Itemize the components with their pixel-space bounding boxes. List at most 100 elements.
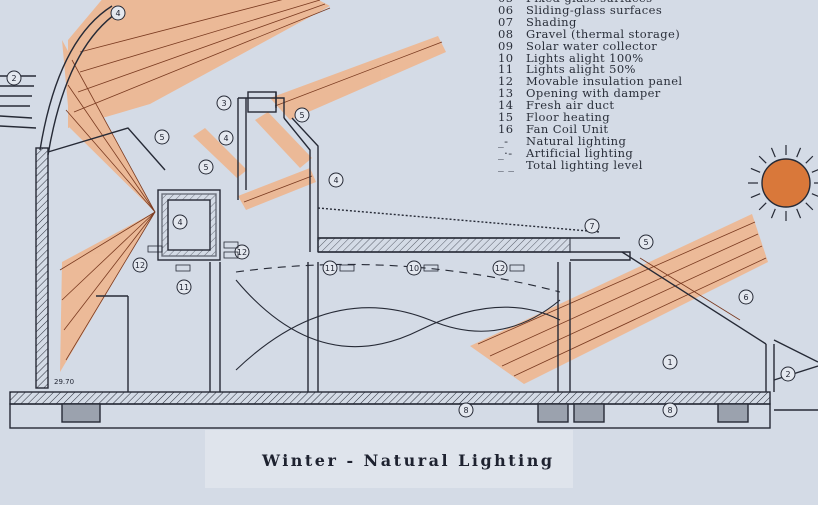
sun-ray	[805, 155, 814, 164]
legend-item-number: 07	[498, 14, 514, 29]
dimension-label: 29.70	[54, 378, 74, 386]
callout-number: 11	[179, 283, 189, 292]
legend-item-number: 08	[498, 26, 514, 41]
light-fixture-icon	[423, 264, 439, 272]
legend-item-number: _ _	[498, 157, 515, 172]
callout-c4_mid: 4	[172, 214, 188, 230]
gravel-right	[573, 403, 605, 423]
legend-item-number: 11	[498, 62, 514, 77]
legend-item-number: 10	[498, 50, 514, 65]
legend-item-number: 09	[498, 38, 514, 53]
callout-number: 2	[785, 370, 790, 379]
legend-item-number: 06	[498, 2, 514, 17]
legend-item-label: Solar water collector	[526, 38, 658, 53]
beam-right	[470, 214, 768, 384]
legend-item: _-Natural lighting	[498, 133, 682, 148]
callout-c4_chim: 4	[218, 130, 234, 146]
legend-item-label: Lights alight 100%	[526, 50, 644, 65]
light-fixture-icon	[175, 264, 191, 272]
callout-c11_a: 11	[322, 260, 338, 276]
callout-number: 4	[115, 9, 120, 18]
gravel-far	[717, 403, 749, 423]
legend-item-label: Fresh air duct	[526, 98, 615, 113]
light-fixture-icon	[223, 241, 239, 249]
callout-c5_a: 5	[154, 129, 170, 145]
callout-number: 7	[589, 222, 594, 231]
sun-ray	[805, 202, 814, 211]
light-fixture-icon	[147, 245, 163, 253]
callout-number: 4	[223, 134, 228, 143]
roof-overhang	[570, 251, 631, 261]
roof-clerestory	[47, 127, 166, 171]
light-fixture-icon	[339, 264, 355, 272]
artificial-lighting-curve	[235, 299, 561, 371]
legend-item-label: Shading	[526, 14, 577, 29]
interior-door	[96, 295, 129, 392]
legend-item-number: 15	[498, 110, 514, 125]
roof-planting	[317, 207, 601, 233]
callout-number: 8	[463, 406, 468, 415]
sun-icon	[748, 145, 818, 221]
callout-c12_a: 12	[132, 257, 148, 273]
legend-item: 09 Solar water collector	[498, 38, 682, 53]
floor-slab	[9, 391, 771, 405]
sun-ray	[811, 169, 818, 173]
callout-c3: 3	[216, 95, 232, 111]
legend-item: 07 Shading	[498, 14, 682, 29]
legend-item-number: 14	[498, 98, 514, 113]
callout-c8_b: 8	[662, 402, 678, 418]
sun-ray	[796, 147, 802, 158]
legend-item: 11 Lights alight 50%	[498, 62, 682, 77]
caption-panel	[205, 430, 573, 488]
callout-c7: 7	[584, 218, 600, 234]
legend-item-number: _-	[498, 133, 509, 148]
legend: 05Fixed glass surfaces06Sliding-glass su…	[498, 0, 682, 172]
legend-item-number: 16	[498, 121, 514, 136]
callout-c4_top: 4	[110, 5, 126, 21]
right-ground	[773, 365, 818, 411]
sun-ray	[758, 202, 767, 211]
legend-item-label: Artificial lighting	[526, 145, 634, 160]
legend-item: 05Fixed glass surfaces	[498, 0, 682, 5]
callout-c8_a: 8	[458, 402, 474, 418]
callout-c5_chim: 5	[294, 107, 310, 123]
left-wall	[35, 147, 49, 389]
legend-item-label: Lights alight 50%	[526, 62, 636, 77]
callout-c4_vent: 4	[328, 172, 344, 188]
caption-title: Winter - Natural Lighting	[262, 451, 555, 470]
chimney	[237, 92, 285, 200]
legend-item: 15 Floor heating	[498, 110, 682, 125]
legend-item-number: 13	[498, 86, 514, 101]
callout-c5_b: 5	[198, 159, 214, 175]
sun-ray	[758, 155, 767, 164]
legend-item-number: _·-	[498, 145, 513, 160]
callout-number: 5	[159, 133, 164, 142]
beam-chimney-diag	[255, 112, 312, 168]
legend-item-label: Floor heating	[526, 110, 610, 125]
right-wall	[765, 344, 775, 392]
callout-number: 12	[135, 261, 145, 270]
sun-ray	[811, 193, 818, 197]
sun-ray	[796, 208, 802, 219]
reflector-box	[157, 189, 221, 261]
callout-number: 8	[667, 406, 672, 415]
legend-item-label: Movable insulation panel	[526, 74, 683, 89]
callout-number: 5	[643, 238, 648, 247]
callout-number: 10	[409, 264, 419, 273]
column-a	[209, 262, 221, 392]
foundation	[9, 403, 771, 429]
callout-number: 5	[203, 163, 208, 172]
sun-ray	[770, 208, 776, 219]
light-fixtures	[147, 241, 525, 272]
sun-ray	[750, 167, 761, 173]
legend-item-number: 12	[498, 74, 514, 89]
sunspace-glass	[621, 251, 767, 345]
legend-item: 12 Movable insulation panel	[498, 74, 683, 89]
callout-c6: 6	[738, 289, 754, 305]
column-c	[557, 262, 571, 392]
